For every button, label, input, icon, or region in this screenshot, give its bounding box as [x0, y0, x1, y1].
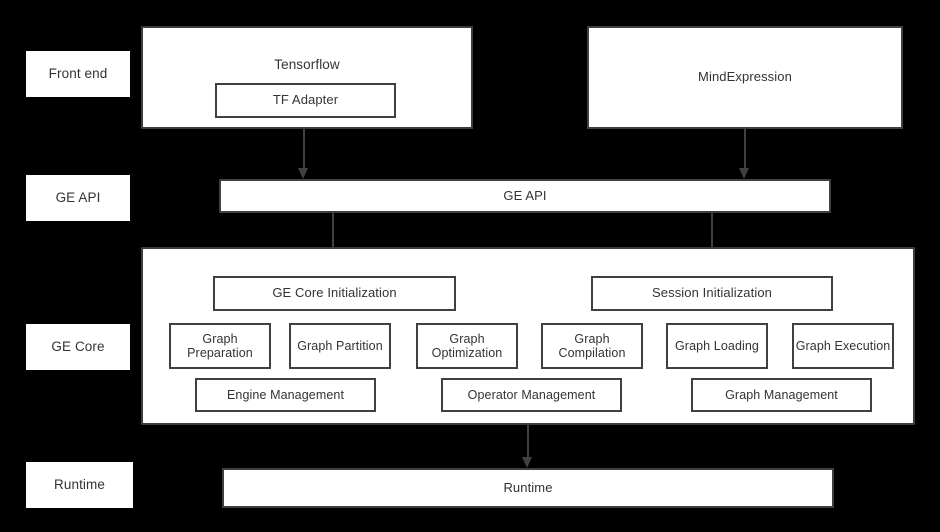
graph-execution-label: Graph Execution	[795, 338, 891, 353]
graph-preparation-box[interactable]: Graph Preparation	[169, 323, 271, 369]
stage-label-ge-api: GE API	[26, 175, 130, 221]
engine-management-box[interactable]: Engine Management	[195, 378, 376, 412]
operator-management-box[interactable]: Operator Management	[441, 378, 622, 412]
graph-compilation-box[interactable]: Graph Compilation	[541, 323, 643, 369]
session-initialization-box[interactable]: Session Initialization	[591, 276, 833, 311]
operator-management-label: Operator Management	[467, 387, 596, 402]
arrow-head	[739, 168, 750, 179]
engine-management-label: Engine Management	[226, 387, 345, 402]
ge-core-initialization-label: GE Core Initialization	[272, 285, 397, 301]
arrow-head	[522, 457, 533, 468]
ge-api-bar-label: GE API	[503, 187, 547, 203]
mindexpression-label: MindExpression	[698, 69, 792, 85]
graph-loading-label: Graph Loading	[674, 338, 759, 353]
arrow-shaft	[303, 129, 305, 168]
graph-execution-box[interactable]: Graph Execution	[792, 323, 894, 369]
arrow-head	[298, 168, 309, 179]
tensorflow-label: Tensorflow	[274, 57, 340, 72]
graph-partition-label: Graph Partition	[297, 338, 383, 353]
graph-optimization-label: Graph Optimization	[431, 331, 503, 360]
arrow-shaft	[744, 129, 746, 168]
stage-label-ge-core: GE Core	[26, 324, 130, 370]
stage-label-runtime: Runtime	[26, 462, 133, 508]
graph-loading-box[interactable]: Graph Loading	[666, 323, 768, 369]
stage-label-front-end-text: Front end	[48, 66, 108, 82]
graph-preparation-label: Graph Preparation	[187, 331, 253, 360]
ge-core-group: GE Core Initialization Session Initializ…	[141, 247, 915, 425]
arrow-shaft	[711, 213, 713, 265]
stage-label-ge-core-text: GE Core	[51, 339, 105, 355]
stage-label-runtime-text: Runtime	[54, 477, 105, 493]
tf-adapter-box[interactable]: TF Adapter	[215, 83, 396, 118]
graph-compilation-label: Graph Compilation	[558, 331, 626, 360]
graph-management-label: Graph Management	[725, 387, 838, 402]
arrow-shaft	[332, 213, 334, 265]
runtime-bar[interactable]: Runtime	[222, 468, 834, 508]
stage-label-front-end: Front end	[26, 51, 130, 97]
tf-adapter-label: TF Adapter	[272, 92, 339, 108]
session-initialization-label: Session Initialization	[652, 285, 772, 301]
ge-core-initialization-box[interactable]: GE Core Initialization	[213, 276, 456, 311]
graph-partition-box[interactable]: Graph Partition	[289, 323, 391, 369]
ge-api-bar[interactable]: GE API	[219, 179, 831, 213]
tensorflow-group: Tensorflow TF Adapter	[141, 26, 473, 129]
graph-optimization-box[interactable]: Graph Optimization	[416, 323, 518, 369]
mindexpression-box[interactable]: MindExpression	[587, 26, 903, 129]
stage-label-ge-api-text: GE API	[55, 190, 101, 206]
arrow-shaft	[527, 425, 529, 457]
graph-management-box[interactable]: Graph Management	[691, 378, 872, 412]
runtime-bar-label: Runtime	[503, 479, 553, 495]
